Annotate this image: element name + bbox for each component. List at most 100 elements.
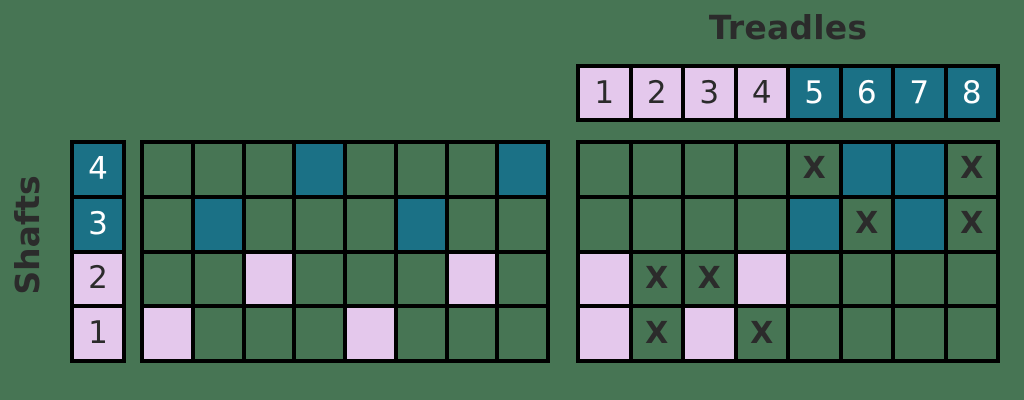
- threading-cell-s4-c4[interactable]: [296, 144, 343, 195]
- threading-cell-s3-c3[interactable]: [245, 198, 293, 250]
- tieup-cell-s1-c4[interactable]: X: [737, 308, 786, 359]
- treadle-number-1: 1: [594, 74, 615, 111]
- tieup-cell-s4-c5[interactable]: X: [790, 144, 839, 195]
- tieup-cell-s1-c4-mark: X: [750, 315, 774, 351]
- tieup-cell-s4-c8[interactable]: X: [947, 144, 996, 195]
- tieup-cell-s2-c1[interactable]: [580, 253, 629, 305]
- shaft-label-2[interactable]: 2: [74, 253, 122, 305]
- tieup-cell-s2-c7[interactable]: [895, 253, 944, 305]
- shaft-label-column: 4 3 2 1: [70, 140, 126, 363]
- threading-cell-s2-c7[interactable]: [448, 253, 496, 305]
- treadle-number-6: 6: [856, 74, 877, 111]
- tieup-cell-s1-c2-mark: X: [645, 315, 669, 351]
- threading-cell-s4-c1[interactable]: [144, 144, 191, 195]
- threading-cell-s1-c5[interactable]: [347, 308, 394, 359]
- threading-cell-s3-c1[interactable]: [144, 198, 191, 250]
- tieup-cell-s4-c7[interactable]: [895, 144, 944, 195]
- threading-cell-s1-c6[interactable]: [397, 308, 445, 359]
- shaft-label-1[interactable]: 1: [74, 308, 122, 359]
- threading-cell-s3-c8[interactable]: [499, 198, 546, 250]
- threading-cell-s1-c7[interactable]: [448, 308, 496, 359]
- treadle-label-4[interactable]: 4: [737, 68, 786, 118]
- threading-cell-s4-c7[interactable]: [448, 144, 496, 195]
- threading-cell-s1-c2[interactable]: [194, 308, 242, 359]
- tieup-cell-s2-c4[interactable]: [737, 253, 786, 305]
- shaft-number-1: 1: [88, 315, 108, 352]
- threading-cell-s3-c4[interactable]: [296, 198, 343, 250]
- threading-cell-s4-c6[interactable]: [397, 144, 445, 195]
- treadle-label-7[interactable]: 7: [895, 68, 944, 118]
- threading-grid[interactable]: [140, 140, 550, 363]
- treadle-number-4: 4: [751, 74, 772, 111]
- threading-cell-s4-c2[interactable]: [194, 144, 242, 195]
- shaft-label-3[interactable]: 3: [74, 198, 122, 250]
- tieup-cell-s1-c5[interactable]: [790, 308, 839, 359]
- threading-cell-s3-c2[interactable]: [194, 198, 242, 250]
- threading-cell-s1-c8[interactable]: [499, 308, 546, 359]
- tieup-cell-s4-c6[interactable]: [842, 144, 891, 195]
- threading-cell-s3-c5[interactable]: [347, 198, 394, 250]
- threading-cell-s2-c4[interactable]: [296, 253, 343, 305]
- treadle-label-3[interactable]: 3: [685, 68, 734, 118]
- tieup-cell-s4-c2[interactable]: [632, 144, 681, 195]
- tieup-cell-s1-c6[interactable]: [842, 308, 891, 359]
- tieup-cell-s4-c8-mark: X: [960, 151, 984, 187]
- tieup-cell-s4-c1[interactable]: [580, 144, 629, 195]
- tieup-cell-s3-c3[interactable]: [685, 198, 734, 250]
- tieup-cell-s1-c1[interactable]: [580, 308, 629, 359]
- tieup-cell-s1-c2[interactable]: X: [632, 308, 681, 359]
- treadle-number-7: 7: [909, 74, 930, 111]
- shaft-number-4: 4: [88, 150, 108, 187]
- threading-cell-s2-c5[interactable]: [347, 253, 394, 305]
- treadle-number-2: 2: [646, 74, 667, 111]
- treadles-title: Treadles: [708, 8, 868, 47]
- tieup-cell-s3-c2[interactable]: [632, 198, 681, 250]
- threading-cell-s1-c3[interactable]: [245, 308, 293, 359]
- threading-cell-s4-c8[interactable]: [499, 144, 546, 195]
- shaft-number-3: 3: [88, 205, 108, 242]
- threading-cell-s2-c8[interactable]: [499, 253, 546, 305]
- shaft-label-4[interactable]: 4: [74, 144, 122, 195]
- treadle-label-5[interactable]: 5: [790, 68, 839, 118]
- treadle-label-8[interactable]: 8: [947, 68, 996, 118]
- threading-cell-s1-c4[interactable]: [296, 308, 343, 359]
- tieup-cell-s3-c8[interactable]: X: [947, 198, 996, 250]
- treadle-label-2[interactable]: 2: [632, 68, 681, 118]
- shafts-title: Shafts: [8, 175, 47, 295]
- tieup-cell-s2-c2-mark: X: [645, 260, 669, 296]
- threading-cell-s4-c3[interactable]: [245, 144, 293, 195]
- shaft-number-2: 2: [88, 260, 108, 297]
- tieup-cell-s4-c3[interactable]: [685, 144, 734, 195]
- threading-cell-s4-c5[interactable]: [347, 144, 394, 195]
- tieup-cell-s3-c6[interactable]: X: [842, 198, 891, 250]
- treadle-label-1[interactable]: 1: [580, 68, 629, 118]
- tieup-cell-s1-c7[interactable]: [895, 308, 944, 359]
- treadle-number-3: 3: [699, 74, 720, 111]
- threading-cell-s3-c7[interactable]: [448, 198, 496, 250]
- tieup-cell-s2-c3[interactable]: X: [685, 253, 734, 305]
- tieup-cell-s2-c8[interactable]: [947, 253, 996, 305]
- threading-cell-s2-c3[interactable]: [245, 253, 293, 305]
- tieup-cell-s3-c7[interactable]: [895, 198, 944, 250]
- tieup-cell-s2-c2[interactable]: X: [632, 253, 681, 305]
- tieup-cell-s3-c4[interactable]: [737, 198, 786, 250]
- tieup-cell-s1-c3[interactable]: [685, 308, 734, 359]
- threading-cell-s2-c6[interactable]: [397, 253, 445, 305]
- threading-cell-s3-c6[interactable]: [397, 198, 445, 250]
- tieup-cell-s2-c6[interactable]: [842, 253, 891, 305]
- threading-cell-s2-c2[interactable]: [194, 253, 242, 305]
- tieup-cell-s3-c6-mark: X: [855, 206, 879, 242]
- tieup-cell-s2-c3-mark: X: [697, 260, 721, 296]
- threading-cell-s1-c1[interactable]: [144, 308, 191, 359]
- threading-cell-s2-c1[interactable]: [144, 253, 191, 305]
- tieup-cell-s3-c1[interactable]: [580, 198, 629, 250]
- tieup-cell-s2-c5[interactable]: [790, 253, 839, 305]
- tieup-cell-s3-c8-mark: X: [960, 206, 984, 242]
- tieup-cell-s4-c5-mark: X: [802, 151, 826, 187]
- tieup-cell-s4-c4[interactable]: [737, 144, 786, 195]
- treadle-label-6[interactable]: 6: [842, 68, 891, 118]
- tieup-cell-s1-c8[interactable]: [947, 308, 996, 359]
- tieup-cell-s3-c5[interactable]: [790, 198, 839, 250]
